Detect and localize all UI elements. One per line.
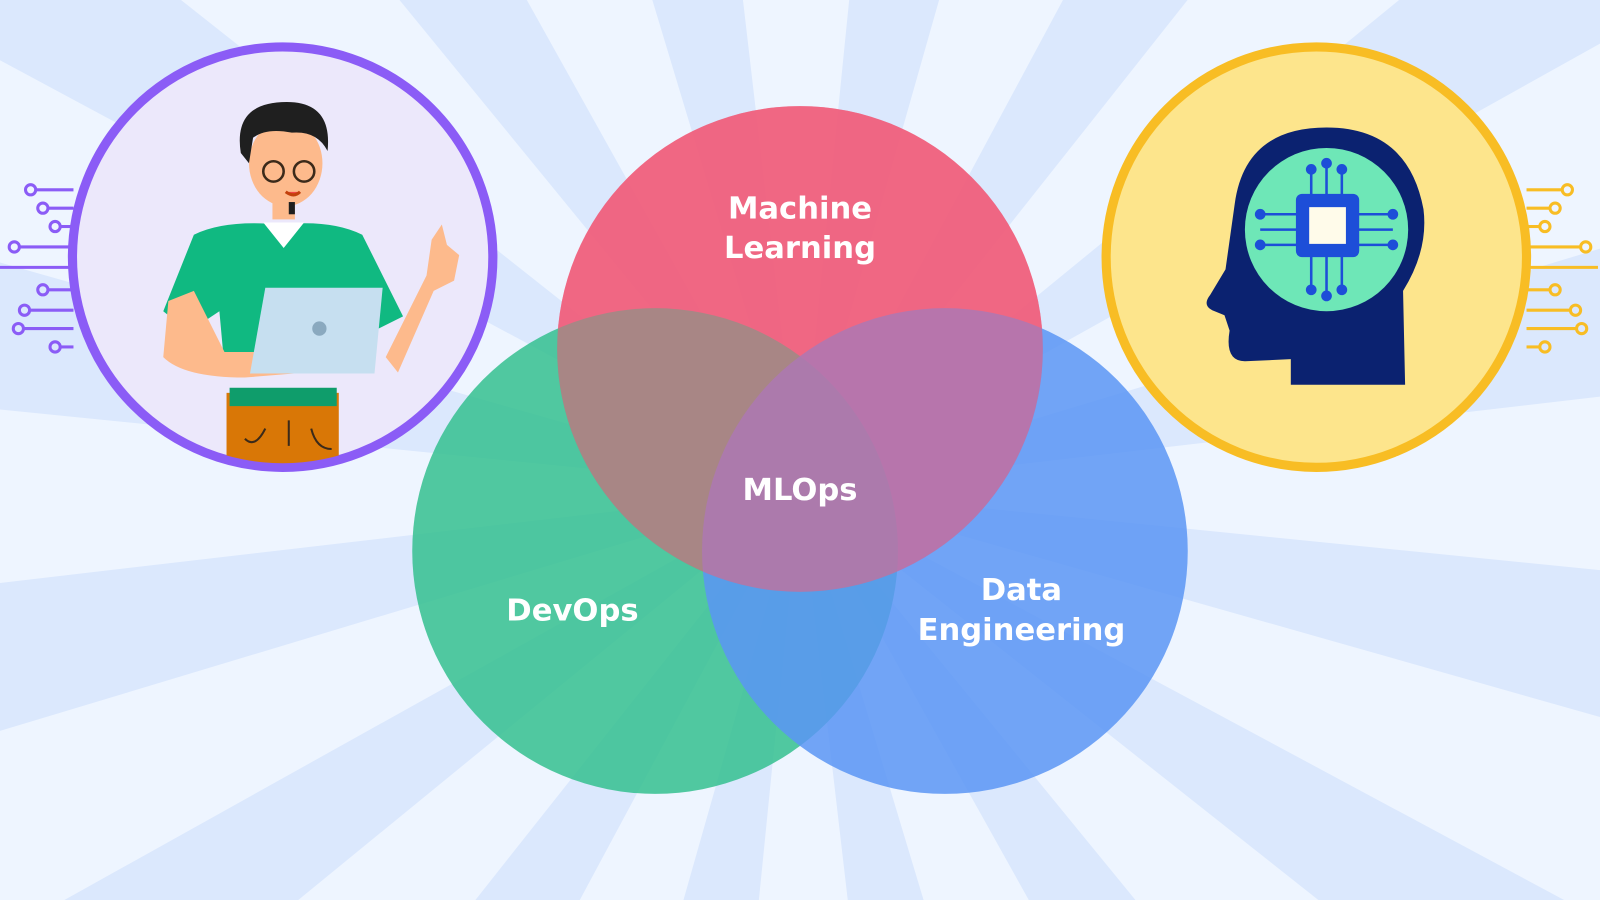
label-data-engineering-line2: Engineering (918, 613, 1126, 648)
venn: Machine Learning DevOps Data Engineering… (412, 106, 1188, 794)
right-illustration (1101, 42, 1598, 472)
label-machine-learning-line2: Learning (724, 231, 876, 266)
circuit-lines-right-icon (1526, 183, 1598, 354)
label-data-engineering-line1: Data (981, 573, 1062, 608)
label-machine-learning-line1: Machine (728, 191, 872, 226)
developer-with-laptop-icon (163, 102, 460, 464)
venn-circle-machine-learning-overlay (557, 106, 1043, 592)
circuit-lines-left-icon (0, 183, 74, 354)
label-mlops-center: MLOps (742, 473, 857, 508)
left-illustration (0, 42, 498, 472)
label-devops: DevOps (506, 593, 638, 628)
background-ray (0, 489, 800, 731)
ai-brain-chip-icon (1206, 127, 1425, 385)
